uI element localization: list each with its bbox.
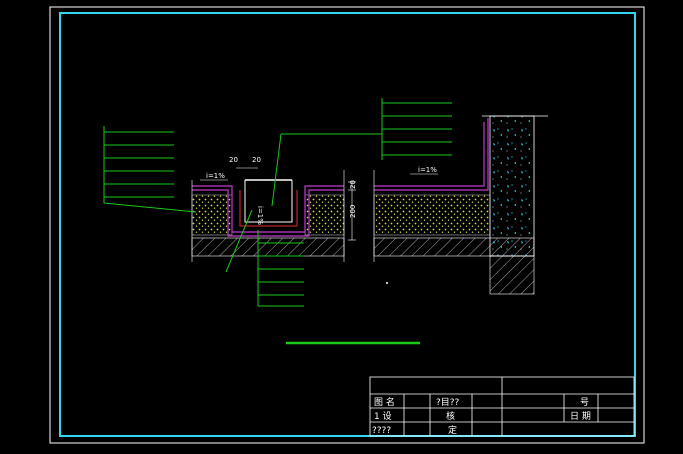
dim-width-right: 20 xyxy=(252,156,261,164)
outer-frame xyxy=(49,6,645,444)
tb-design-value: 核 xyxy=(446,410,455,422)
tb-check-label: ???? xyxy=(372,426,391,436)
insulation-right xyxy=(373,194,491,236)
leader-group-left xyxy=(103,126,197,213)
slope-label-left: i=1% xyxy=(206,172,225,180)
title-block xyxy=(369,376,635,437)
dimensions xyxy=(236,167,356,241)
concrete-wall xyxy=(489,115,535,257)
gutter-outline xyxy=(244,180,293,223)
point-marker xyxy=(386,282,388,284)
dim-width-left: 20 xyxy=(229,156,238,164)
tb-date-label: 日 期 xyxy=(570,411,591,422)
inner-frame xyxy=(59,12,636,437)
dim-depth-total: 200 xyxy=(349,205,357,218)
tb-drawing-value: ?目?? xyxy=(436,397,460,408)
tb-number-label: 号 xyxy=(580,397,589,408)
wall-footing xyxy=(489,255,535,295)
base-slab-left xyxy=(191,237,345,257)
membrane-layers xyxy=(192,118,489,237)
gutter-red-liner xyxy=(239,190,298,227)
leader-group-bottom xyxy=(225,209,304,307)
slope-label-right: i=1% xyxy=(418,166,437,174)
insulation-left xyxy=(191,194,233,236)
leader-group-top xyxy=(271,98,452,207)
slope-label-gutter: i=1% xyxy=(256,206,264,225)
tb-design-label: 1 设 xyxy=(374,411,392,422)
insulation-mid xyxy=(304,194,345,236)
tb-drawing-label: 图 名 xyxy=(374,396,395,408)
dim-depth-top: 20 xyxy=(349,180,357,189)
tb-check-value: 定 xyxy=(448,424,457,436)
